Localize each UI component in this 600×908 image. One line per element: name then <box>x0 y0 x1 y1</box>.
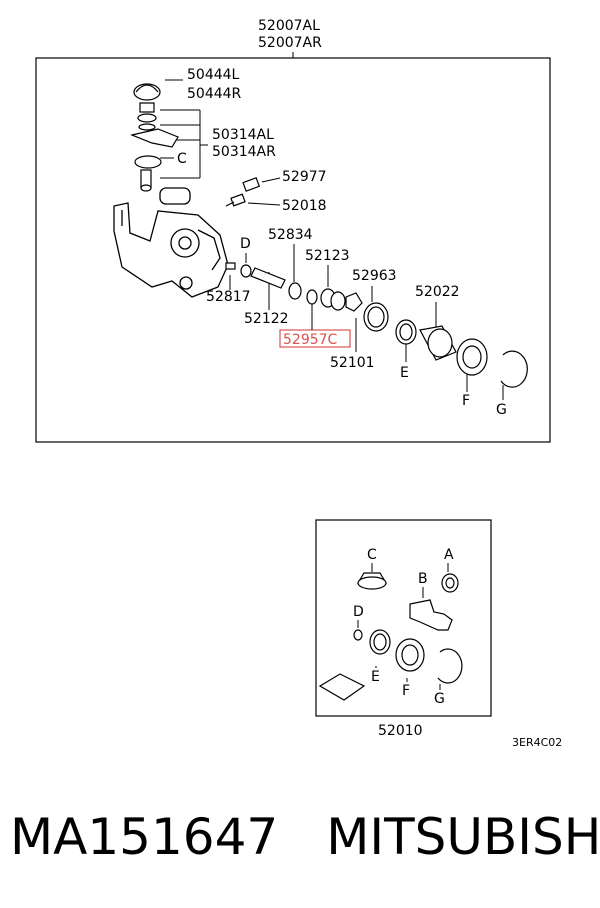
label-52977: 52977 <box>282 169 327 185</box>
kit-label-g: G <box>434 691 445 707</box>
kit-parts-icons <box>318 572 463 701</box>
assembly-label-r: 52007AR <box>258 35 322 51</box>
kit-label-b: B <box>418 571 428 587</box>
kit-label-c: C <box>367 547 377 563</box>
label-e: E <box>400 365 409 381</box>
kit-label-e: E <box>371 669 380 685</box>
label-f: F <box>462 393 470 409</box>
label-50444r: 50444R <box>187 86 242 102</box>
main-diagram-frame <box>35 57 551 443</box>
label-g: G <box>496 402 507 418</box>
part-number: MA151647 <box>10 808 279 866</box>
kit-label-f: F <box>402 683 410 699</box>
label-50444l: 50444L <box>187 67 240 83</box>
highlight-box <box>279 329 351 348</box>
pin-boot-stack-icon <box>129 83 179 192</box>
label-52022: 52022 <box>415 284 460 300</box>
kit-frame <box>315 519 492 717</box>
assembly-label-l: 52007AL <box>258 18 320 34</box>
label-52817: 52817 <box>206 289 251 305</box>
label-50314ar: 50314AR <box>212 144 276 160</box>
caliper-body-icon <box>113 187 229 298</box>
brand-name: MITSUBISHI <box>326 808 600 866</box>
label-c: C <box>177 151 187 167</box>
label-52018: 52018 <box>282 198 327 214</box>
label-52957c: 52957C <box>283 332 338 348</box>
label-52834: 52834 <box>268 227 313 243</box>
label-52963: 52963 <box>352 268 397 284</box>
label-52122: 52122 <box>244 311 289 327</box>
bleeder-screw-icon <box>225 177 261 207</box>
diagram-code: 3ER4C02 <box>512 736 562 749</box>
piston-parts-icons <box>225 262 528 388</box>
label-50314al: 50314AL <box>212 127 274 143</box>
label-d: D <box>240 236 251 252</box>
kit-leader-lines <box>357 563 449 690</box>
kit-number-52010: 52010 <box>378 723 423 739</box>
kit-label-a: A <box>444 547 454 563</box>
footer: MA151647 MITSUBISHI <box>10 808 600 866</box>
label-52123: 52123 <box>305 248 350 264</box>
kit-label-d: D <box>353 604 364 620</box>
label-52101: 52101 <box>330 355 375 371</box>
